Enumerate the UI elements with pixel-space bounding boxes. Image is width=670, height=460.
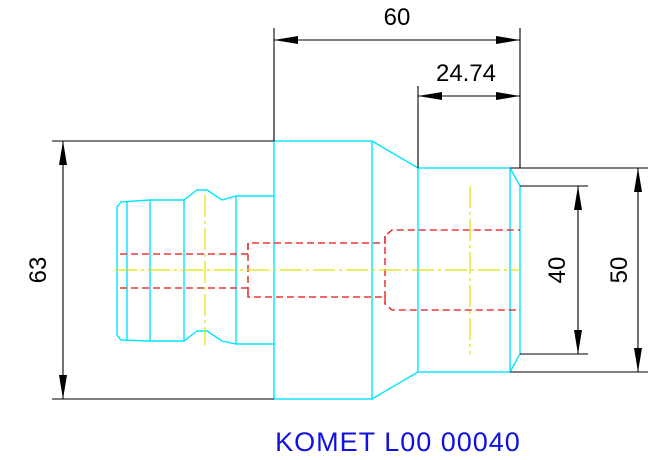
dimension-label-40: 40 [544,257,571,284]
bore-bottom-line [120,287,520,311]
dimension-shank-length: 24.74 [417,60,520,168]
dimension-total-length: 60 [273,4,521,168]
dimension-shank-diameter: 50 [510,167,648,373]
dimension-label-60: 60 [384,4,411,31]
arrowhead [634,168,642,192]
arrowhead [59,375,67,399]
dimension-label-24-74: 24.74 [436,60,496,87]
centerlines [115,186,520,354]
stud-outline [116,189,274,345]
bore-top-line [120,229,520,255]
dimension-label-50: 50 [606,257,633,284]
arrowhead [574,186,582,210]
part-number-label: KOMET L00 00040 [275,427,521,457]
arrowhead [634,348,642,372]
arrowhead [574,330,582,354]
arrowhead [496,92,520,100]
taper-outline [371,140,419,400]
dimension-label-63: 63 [25,257,52,284]
arrowhead [274,36,298,44]
dimension-flange-diameter: 63 [25,140,274,400]
arrowhead [496,36,520,44]
arrowhead [418,92,442,100]
arrowhead [59,141,67,165]
dimension-inner-diameter: 40 [520,185,588,355]
